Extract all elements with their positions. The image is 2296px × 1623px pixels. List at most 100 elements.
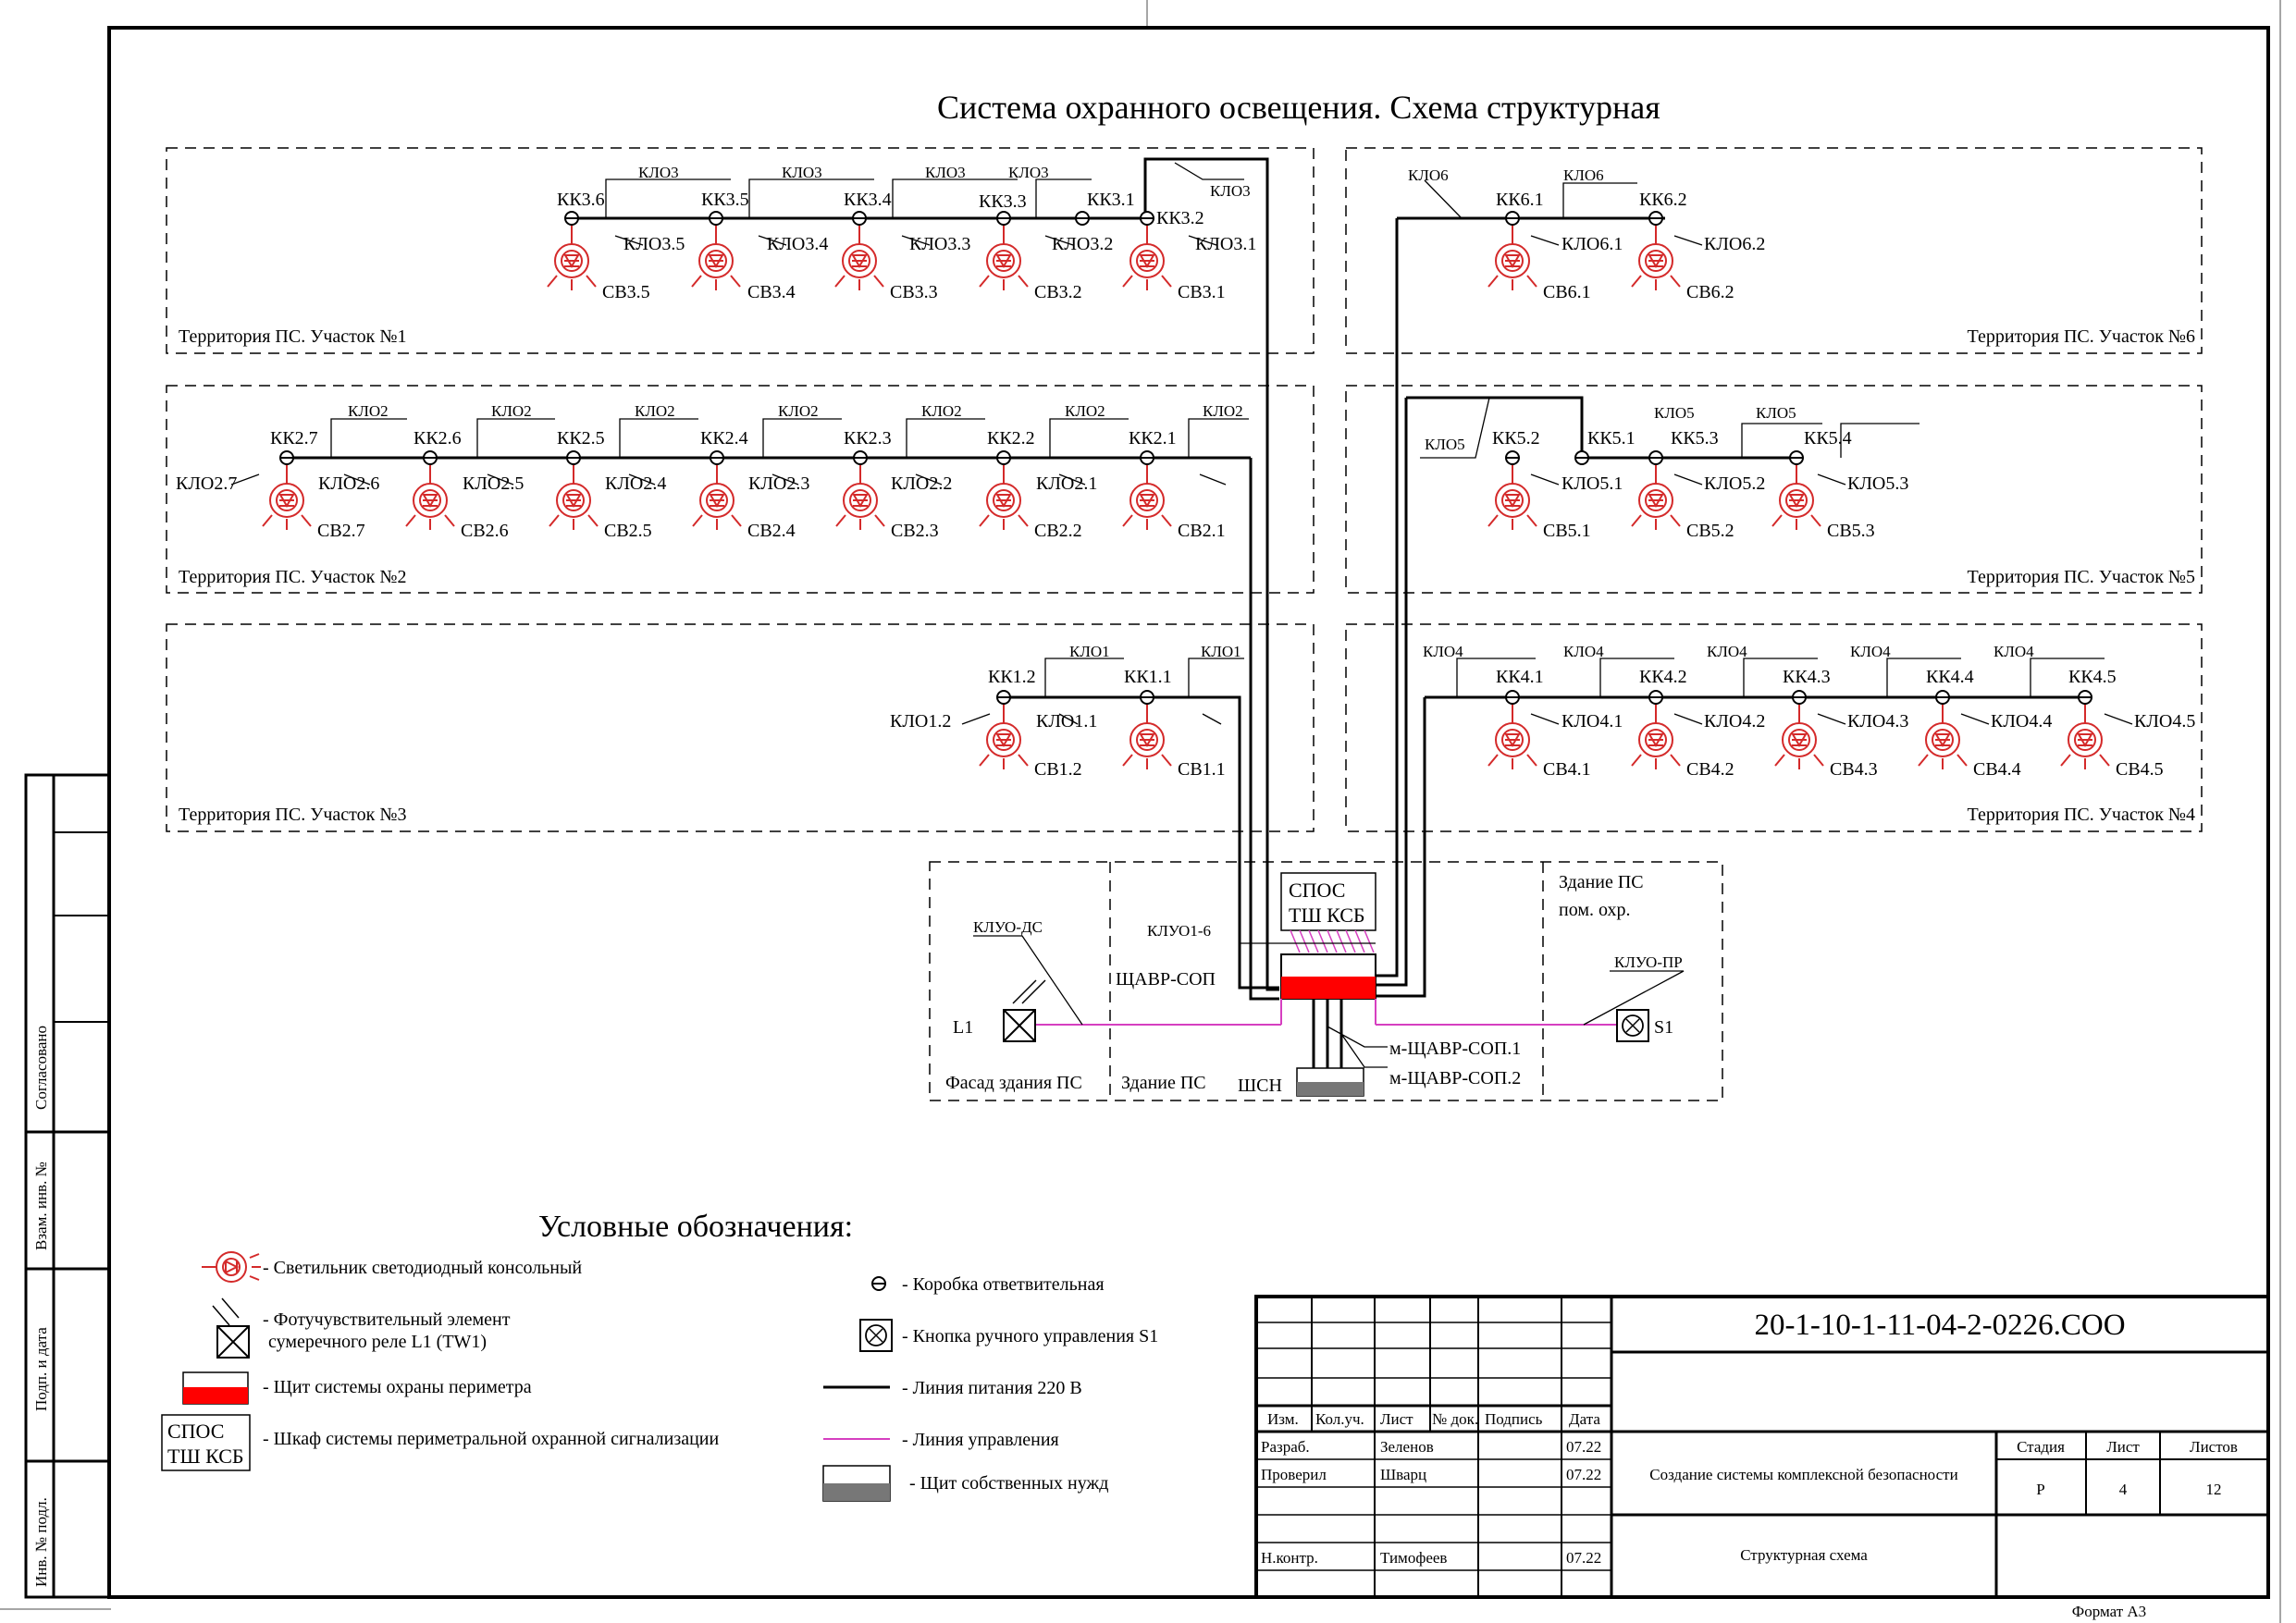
power-lines xyxy=(287,157,2085,1068)
label-section2-lamps-4: СВ2.3 xyxy=(891,521,939,541)
label-section2-line: КЛО2 xyxy=(491,402,532,420)
label-section1-cables-1: КЛО3.4 xyxy=(767,234,828,254)
label-section2-boxes-2: КК2.5 xyxy=(557,428,605,449)
label-section4-line: КЛО4 xyxy=(1563,643,1604,660)
lamp-SV2-5 xyxy=(549,457,599,531)
lamp-SV5-3 xyxy=(1771,457,1821,531)
label-stamp-heads-3: № док. xyxy=(1432,1410,1478,1428)
label-building-building: Здание ПС xyxy=(1121,1073,1206,1093)
label-stamp-rows-2-date: 07.22 xyxy=(1566,1549,1601,1567)
label-building-shsn: ШСН xyxy=(1238,1076,1282,1096)
side-label-agreed: Согласовано xyxy=(32,1026,50,1110)
label-stamp-project: Создание системы комплексной безопасност… xyxy=(1649,1466,1957,1483)
format-label: Формат А3 xyxy=(2072,1603,2146,1620)
label-section1-lamps-0: СВ3.5 xyxy=(602,282,650,302)
section-4-labels: КК4.1 КК4.2 КК4.3 КК4.4 КК4.5 КЛО4.1 КЛО… xyxy=(1423,643,2195,780)
label-legend-control: - Линия управления xyxy=(902,1430,1059,1450)
label-stamp-rows-0-name: Зеленов xyxy=(1380,1438,1434,1456)
label-section2-cables-5: КЛО2.2 xyxy=(891,473,952,494)
zone-label-5: Территория ПС. Участок №5 xyxy=(1968,567,2195,587)
lamp-SV4-2 xyxy=(1631,696,1681,770)
zone-frames xyxy=(166,147,2203,832)
label-building-guard_room_1: Здание ПС xyxy=(1559,872,1644,892)
label-section5-lamps-2: СВ5.3 xyxy=(1827,521,1875,541)
label-section3-cables-1: КЛО1.1 xyxy=(1036,711,1097,732)
label-legend-spos_1: СПОС xyxy=(167,1420,224,1443)
label-section4-boxes-2: КК4.3 xyxy=(1783,667,1831,687)
title-block: 20-1-10-1-11-04-2-0226.СОО Изм. Кол.уч. … xyxy=(1254,1295,2270,1620)
lamp-SV1-1 xyxy=(1122,696,1172,770)
label-section1-boxes-3: КК3.3 xyxy=(979,191,1027,212)
building-block: СПОС ТШ КСБ КЛУО1-6 ЩАВР-СОП ШСН м-ЩАВР-… xyxy=(929,861,1723,1101)
label-section6-boxes-0: КК6.1 xyxy=(1496,190,1544,210)
label-section1-cables-3: КЛО3.2 xyxy=(1052,234,1113,254)
label-building-button_cable: КЛУО-ПР xyxy=(1614,953,1683,971)
label-section4-lamps-1: СВ4.2 xyxy=(1686,759,1734,780)
label-section2-line: КЛО2 xyxy=(348,402,389,420)
section-1-labels: КК3.6 КК3.5 КК3.4 КК3.3 КК3.1 КК3.2 КЛО3… xyxy=(557,164,1256,302)
label-section2-boxes-0: КК2.7 xyxy=(270,428,318,449)
section-6-labels: КК6.1 КК6.2 КЛО6.1 КЛО6.2 СВ6.1 СВ6.2 КЛ… xyxy=(1408,166,1765,302)
label-section2-line: КЛО2 xyxy=(1065,402,1105,420)
label-section3-line: КЛО1 xyxy=(1201,643,1241,660)
label-legend-own: - Щит собственных нужд xyxy=(909,1473,1108,1494)
label-section5-cables-1: КЛО5.2 xyxy=(1704,473,1765,494)
label-section2-boxes-5: КК2.2 xyxy=(987,428,1035,449)
label-section2-cables-0: КЛО2.7 xyxy=(176,473,237,494)
label-section2-lamps-6: СВ2.1 xyxy=(1178,521,1226,541)
label-section6-cables-1: КЛО6.2 xyxy=(1704,234,1765,254)
label-legend-photo_2: сумеречного реле L1 (TW1) xyxy=(268,1332,487,1352)
label-section2-line: КЛО2 xyxy=(921,402,962,420)
label-section5-boxes-1: КК5.1 xyxy=(1587,428,1636,449)
label-section2-boxes-1: КК2.6 xyxy=(414,428,462,449)
side-label-replace: Взам. инв. № xyxy=(32,1162,50,1250)
side-label-inv: Инв. № подл. xyxy=(32,1497,50,1587)
label-section5-line: КЛО5 xyxy=(1654,404,1695,422)
label-section4-cables-4: КЛО4.5 xyxy=(2134,711,2195,732)
lamp-SV2-7 xyxy=(262,457,312,531)
lamp-SV6-1 xyxy=(1487,217,1537,291)
label-section4-lamps-2: СВ4.3 xyxy=(1830,759,1878,780)
label-section1-cables-2: КЛО3.3 xyxy=(909,234,970,254)
label-section5-boxes-3: КК5.4 xyxy=(1804,428,1852,449)
label-legend-box: - Коробка ответвительная xyxy=(902,1274,1105,1295)
label-section3-line: КЛО1 xyxy=(1069,643,1110,660)
label-stamp-rows-1-role: Проверил xyxy=(1261,1466,1327,1483)
label-section4-lamps-0: СВ4.1 xyxy=(1543,759,1591,780)
label-section4-line: КЛО4 xyxy=(1994,643,2034,660)
label-building-facade: Фасад здания ПС xyxy=(945,1073,1082,1093)
label-section2-cables-1: КЛО2.6 xyxy=(318,473,379,494)
label-section1-cables-0: КЛО3.5 xyxy=(623,234,685,254)
label-legend-spos_2: ТШ КСБ xyxy=(167,1445,244,1468)
label-section3-boxes-0: КК1.2 xyxy=(988,667,1036,687)
label-section2-cables-3: КЛО2.4 xyxy=(605,473,666,494)
label-section4-boxes-4: КК4.5 xyxy=(2068,667,2117,687)
zone-label-2: Территория ПС. Участок №2 xyxy=(179,567,406,587)
label-section4-line: КЛО4 xyxy=(1423,643,1463,660)
label-stamp-rows-2-name: Тимофеев xyxy=(1380,1549,1447,1567)
spos-cabinet xyxy=(1280,872,1376,931)
label-section3-boxes-1: КК1.1 xyxy=(1124,667,1172,687)
label-section1-line: КЛО3 xyxy=(638,164,679,181)
lamp-SV4-1 xyxy=(1487,696,1537,770)
label-building-panel_cable: КЛУО1-6 xyxy=(1147,922,1211,940)
zone-label-4: Территория ПС. Участок №4 xyxy=(1968,805,2195,825)
label-section2-boxes-4: КК2.3 xyxy=(844,428,892,449)
label-stamp-heads-0: Изм. xyxy=(1267,1410,1299,1428)
label-section1-line: КЛО3 xyxy=(1008,164,1049,181)
label-building-spos_1: СПОС xyxy=(1289,879,1345,902)
lamp-SV2-2 xyxy=(979,457,1029,531)
lamp-SV6-2 xyxy=(1631,217,1681,291)
label-building-guard_room_2: пом. охр. xyxy=(1559,900,1630,920)
document-code: 20-1-10-1-11-04-2-0226.СОО xyxy=(1754,1309,2125,1342)
label-stamp-heads-2: Лист xyxy=(1380,1410,1413,1428)
label-section6-boxes-1: КК6.2 xyxy=(1639,190,1687,210)
label-section5-line: КЛО5 xyxy=(1756,404,1796,422)
label-section6-cables-0: КЛО6.1 xyxy=(1562,234,1623,254)
label-section4-boxes-3: КК4.4 xyxy=(1926,667,1974,687)
label-building-button: S1 xyxy=(1654,1017,1673,1038)
label-section5-cables-2: КЛО5.3 xyxy=(1847,473,1908,494)
label-section5-cables-0: КЛО5.1 xyxy=(1562,473,1623,494)
